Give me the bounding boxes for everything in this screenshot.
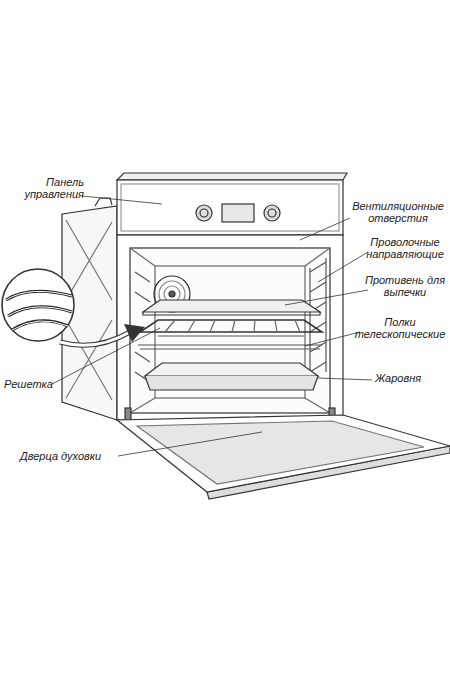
leader-line xyxy=(318,252,368,282)
knob xyxy=(196,205,212,221)
top-face xyxy=(117,173,347,180)
part-label: Панель управления xyxy=(10,176,84,200)
cavity-opening xyxy=(130,248,330,413)
grid xyxy=(140,320,322,332)
leader-line xyxy=(82,196,162,204)
grid-wire xyxy=(165,320,300,332)
part-label: Жаровня xyxy=(375,372,445,384)
knob-cap xyxy=(200,209,208,217)
cavity-edge xyxy=(130,248,330,413)
door-glass xyxy=(137,421,424,484)
telescopic-rail xyxy=(138,336,322,349)
zoom-arrow xyxy=(60,332,130,345)
part-label: Противень для выпечки xyxy=(362,274,448,298)
magnifier xyxy=(2,269,74,341)
leader-line xyxy=(285,290,368,305)
leader-line xyxy=(318,378,372,380)
mount-bracket xyxy=(95,198,112,206)
zoom-arrow-inner xyxy=(60,332,130,345)
panel-inset xyxy=(121,184,339,231)
hinge xyxy=(125,408,131,420)
knob xyxy=(264,205,280,221)
part-label: Решетка xyxy=(4,378,64,390)
leader-line xyxy=(305,332,360,346)
fan-hub xyxy=(169,291,175,297)
part-label: Вентиляционные отверстия xyxy=(348,200,448,224)
leader-lines xyxy=(52,196,372,456)
display xyxy=(222,204,254,222)
door xyxy=(117,415,450,492)
control-panel xyxy=(117,180,343,235)
roaster-body xyxy=(145,376,318,390)
part-label: Дверца духовки xyxy=(20,450,120,462)
front-frame xyxy=(117,235,343,420)
leader-line xyxy=(52,328,160,384)
knob-cap xyxy=(268,209,276,217)
leader-line xyxy=(300,218,350,240)
baking-tray xyxy=(143,300,320,312)
zoom-arrowhead xyxy=(124,324,145,342)
leader-line xyxy=(118,432,262,456)
roaster-top xyxy=(145,363,318,376)
part-label: Полки телескопические xyxy=(352,316,448,340)
part-label: Проволочные направляющие xyxy=(362,236,448,260)
oven-drawing xyxy=(2,173,450,499)
magnified-wire-highlight xyxy=(6,291,72,330)
wire-guide xyxy=(310,258,326,378)
magnified-wire xyxy=(6,291,72,330)
tray-rim xyxy=(143,312,320,315)
